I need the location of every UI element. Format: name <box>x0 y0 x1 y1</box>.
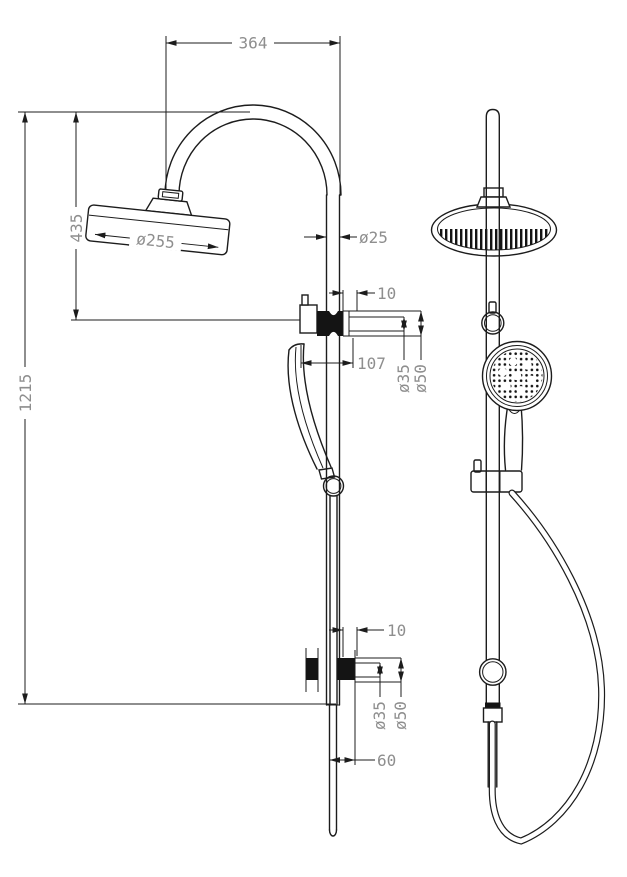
wand-connector <box>318 467 336 480</box>
handset-spot-2 <box>516 386 525 395</box>
dim-lower-wall-distance-label: 60 <box>377 751 396 770</box>
dimension-annotations: 364 435 1215 ø25 10 107 ø35 <box>16 34 430 771</box>
handset-spot-4 <box>498 368 507 377</box>
hose-outlet-front <box>478 658 507 723</box>
dim-total-height-bg <box>17 367 33 419</box>
wand-right-edge <box>302 343 332 468</box>
hose-outline <box>488 489 606 845</box>
dim-head-diameter-bg <box>128 229 183 252</box>
gooseneck-arm-outer <box>164 104 342 196</box>
diverter-body-side <box>299 304 318 334</box>
hand-shower-handle-front <box>503 403 524 471</box>
wand-top-cap <box>288 343 305 351</box>
outlet-collar <box>482 707 503 723</box>
side-view: ø255 <box>85 104 421 837</box>
holder-body-front <box>470 470 523 493</box>
hose-core <box>489 490 604 844</box>
dim-upper-outer-diameter-label: ø50 <box>411 364 430 393</box>
bracket-clamp-section-upper <box>317 311 343 336</box>
head-nozzle-band-front <box>437 229 551 250</box>
dim-head-height-bg <box>68 207 84 249</box>
holder-pin-front <box>473 459 482 473</box>
shower-head-rim-line <box>88 214 229 231</box>
dim-head-height-label: 435 <box>67 214 86 243</box>
dim-lower-d50-labelgroup: ø50 <box>391 701 410 730</box>
wand-ring-outer <box>322 475 345 497</box>
wall-bracket-upper-section <box>299 294 421 337</box>
dim-top-width-label: 364 <box>239 34 268 53</box>
upper-ring-outer <box>481 311 505 335</box>
handset-spot-1 <box>527 375 536 384</box>
handset-mid-ring <box>486 345 548 407</box>
head-connector-flare-front <box>475 196 512 208</box>
front-view <box>430 108 606 845</box>
handle-left-edge <box>503 403 509 471</box>
wand-ring-inner <box>325 478 342 494</box>
handset-spot-5 <box>509 357 518 366</box>
wand-inner-line <box>294 346 324 469</box>
wall-bracket-lower-section <box>305 648 401 692</box>
handset-spot-6 <box>523 361 532 370</box>
overhead-shower-front <box>430 187 558 257</box>
dim-total-height-labelgroup: 1215 <box>16 374 35 413</box>
dim-top-width-bg <box>232 34 274 51</box>
dim-upper-wall-distance-label: 107 <box>357 354 386 373</box>
lower-bracket-section-left <box>306 658 318 680</box>
lower-ring-inner <box>482 661 504 683</box>
gooseneck-arm-inner <box>178 118 328 196</box>
dim-head-height-labelgroup: 435 <box>67 214 86 243</box>
outlet-dark-band <box>485 702 501 708</box>
dim-pipe-diameter-label: ø25 <box>359 228 388 247</box>
dim-upper-flange-label: 10 <box>377 284 396 303</box>
dim-upper-inner-diameter-label: ø35 <box>394 364 413 393</box>
dim-lower-inner-diameter-label: ø35 <box>370 701 389 730</box>
mounting-ring-upper-front <box>481 301 505 335</box>
dim-lower-d35-labelgroup: ø35 <box>370 701 389 730</box>
handset-spot-center <box>512 371 522 381</box>
upper-ring-pin-front <box>488 301 497 314</box>
handset-spot-3 <box>502 382 511 391</box>
overhead-shower-side: ø255 <box>85 188 231 256</box>
handle-right-edge <box>520 403 524 471</box>
hand-shower-front <box>481 340 553 412</box>
shower-hose-front <box>487 489 606 845</box>
lower-ring-outer <box>478 658 507 686</box>
rail-pipe-front <box>485 108 500 661</box>
wand-left-edge <box>287 349 318 470</box>
hand-shower-wand-side <box>287 343 345 706</box>
dim-upper-d50-labelgroup: ø50 <box>411 364 430 393</box>
head-connector-nut-inner <box>161 191 180 199</box>
outlet-tube-rounded-end <box>328 829 338 837</box>
dim-upper-d35-labelgroup: ø35 <box>394 364 413 393</box>
dim-lower-outer-diameter-label: ø50 <box>391 701 410 730</box>
diverter-pin-side <box>301 294 309 306</box>
dim-head-diameter-label: ø255 <box>136 229 176 252</box>
dim-lower-flange-label: 10 <box>387 621 406 640</box>
lower-bracket-section-right <box>337 658 355 680</box>
handset-holder-front <box>470 459 523 493</box>
dim-total-height-label: 1215 <box>16 374 35 413</box>
upper-ring-inner <box>484 314 502 332</box>
handset-face-ring <box>489 348 545 404</box>
